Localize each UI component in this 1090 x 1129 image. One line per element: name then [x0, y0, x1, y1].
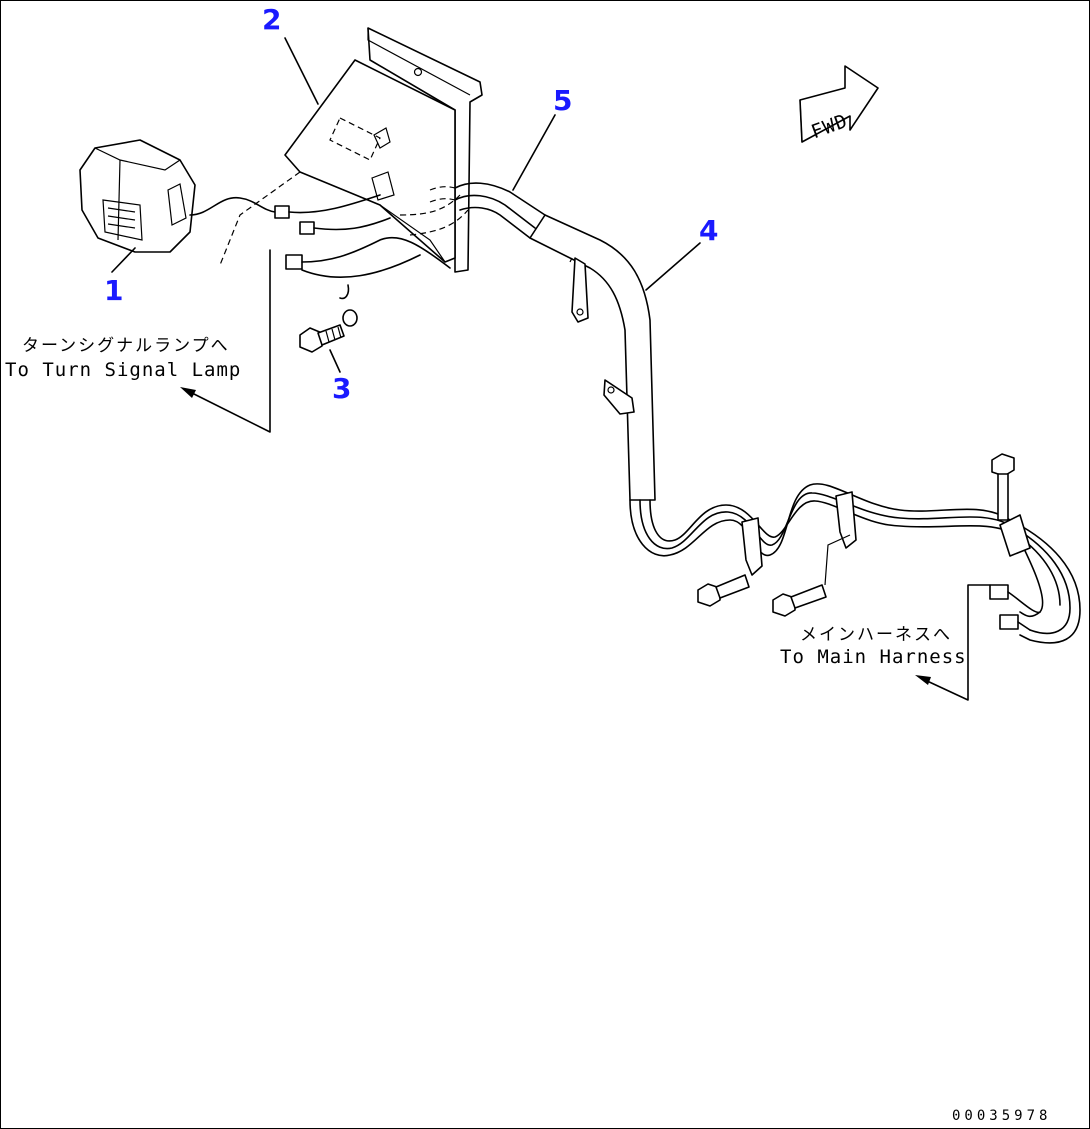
leader-3 [329, 349, 341, 373]
main-harness-en-label: To Main Harness [780, 646, 967, 668]
turn-signal-en-label: To Turn Signal Lamp [5, 359, 241, 381]
drawing-code: 00035978 [952, 1108, 1051, 1124]
turn-signal-note: ターンシグナルランプへ To Turn Signal Lamp [5, 249, 271, 433]
arrow-head [915, 675, 931, 685]
leader-5 [512, 114, 556, 191]
leader-2 [284, 37, 319, 105]
callout-2: 2 [262, 3, 281, 36]
arrow-head [180, 387, 196, 398]
leader-4 [645, 242, 701, 291]
leader-1 [111, 247, 136, 273]
turn-signal-jp-label: ターンシグナルランプへ [22, 336, 230, 356]
callout-4: 4 [699, 214, 718, 247]
harness-lower [629, 453, 1081, 644]
callout-1: 1 [104, 274, 123, 307]
bolt-3 [299, 324, 345, 353]
callout-5: 5 [553, 84, 572, 117]
main-harness-jp-label: メインハーネスへ [800, 625, 952, 645]
bracket [219, 27, 483, 273]
harness-5 [429, 182, 546, 239]
main-harness-note: メインハーネスへ To Main Harness [780, 584, 991, 701]
tube-4 [529, 214, 656, 501]
turn-signal-lamp [79, 139, 276, 253]
callout-3: 3 [332, 372, 351, 405]
wire-connectors [274, 194, 451, 327]
fwd-arrow-icon: FWD [799, 65, 879, 143]
